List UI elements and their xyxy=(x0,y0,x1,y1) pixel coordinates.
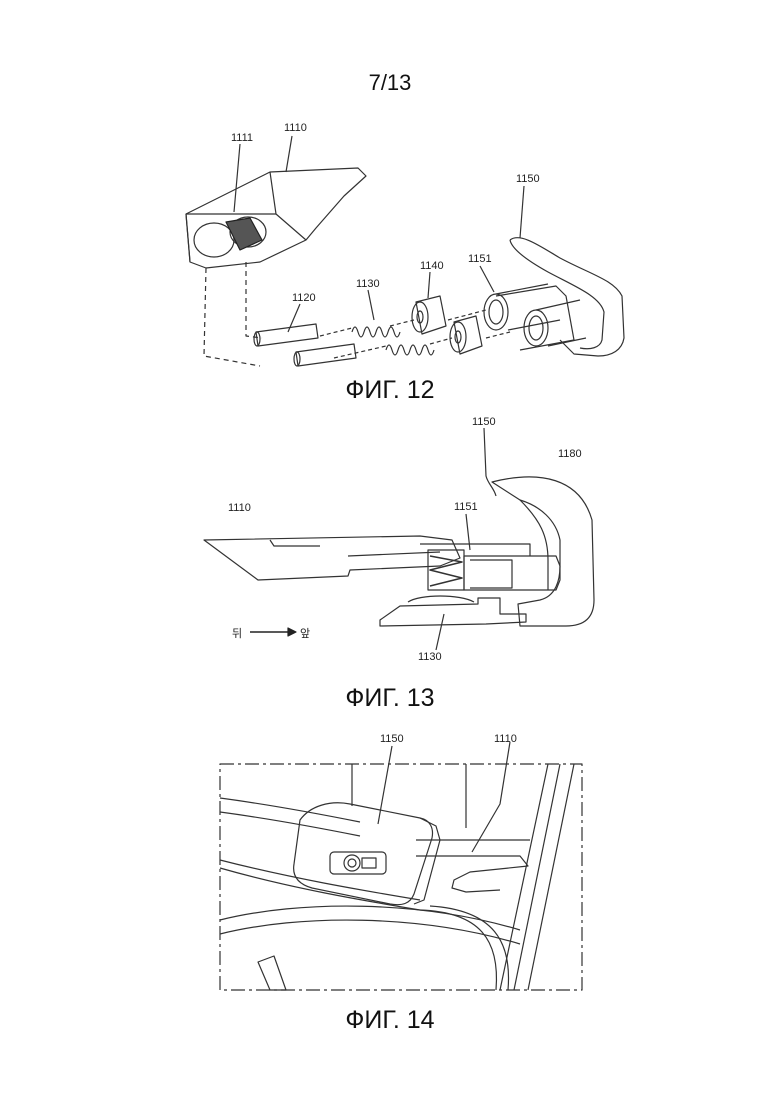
part-1150-block xyxy=(294,803,433,905)
part-1110-arm xyxy=(416,856,528,892)
figure-14-caption: ФИГ. 14 xyxy=(0,1006,780,1035)
part-slot xyxy=(330,852,386,874)
ref-1110: 1110 xyxy=(494,733,517,745)
ref-1150: 1150 xyxy=(380,733,404,745)
